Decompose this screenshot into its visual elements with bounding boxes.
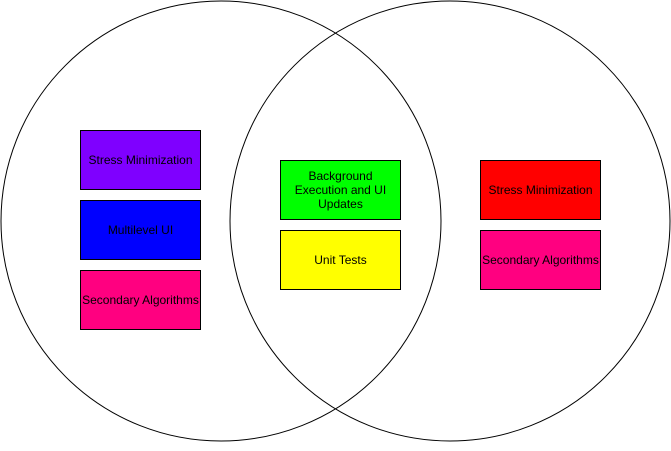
left-set-item-multilevel-ui: Multilevel UI — [80, 200, 201, 260]
right-set-item-secondary-algorithms: Secondary Algorithms — [480, 230, 601, 290]
right-set-item-stress-minimization: Stress Minimization — [480, 160, 601, 220]
left-set-item-stress-minimization: Stress Minimization — [80, 130, 201, 190]
left-set-circle — [0, 0, 442, 442]
left-set-item-secondary-algorithms: Secondary Algorithms — [80, 270, 201, 330]
intersection-item-background-execution: Background Execution and UI Updates — [280, 160, 401, 220]
right-set-circle — [229, 0, 671, 442]
intersection-item-unit-tests: Unit Tests — [280, 230, 401, 290]
